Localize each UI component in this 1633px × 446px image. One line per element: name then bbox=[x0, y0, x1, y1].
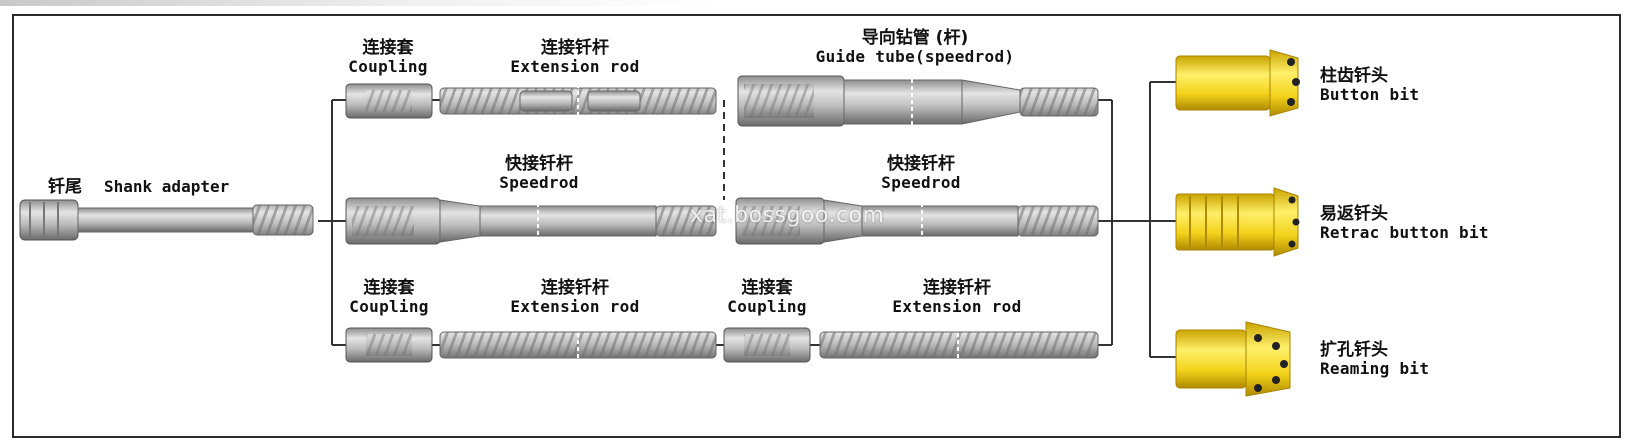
diagram-frame bbox=[12, 14, 1621, 438]
row1-guide-tube-cn: 导向钻管 (杆) bbox=[861, 28, 969, 48]
button-bit-en: Button bit bbox=[1320, 85, 1420, 104]
retrac-button-bit-part bbox=[1175, 187, 1300, 257]
top-edge-strip bbox=[0, 0, 720, 6]
row3-coupling-b-cn: 连接套 bbox=[741, 278, 793, 298]
row3-extension-rod-a-cn: 连接钎杆 bbox=[541, 278, 609, 298]
row3-extension-rod-a-part bbox=[439, 326, 717, 364]
row3-extension-rod-b-part bbox=[819, 326, 1099, 364]
row1-coupling-en: Coupling bbox=[348, 57, 428, 76]
row1-coupling-label: 连接套 Coupling bbox=[332, 38, 444, 76]
row2-speedrod-left-label: 快接钎杆 Speedrod bbox=[480, 154, 598, 192]
row3-coupling-a-cn: 连接套 bbox=[363, 278, 415, 298]
row1-extension-rod-en: Extension rod bbox=[510, 57, 640, 76]
row3-extension-rod-a-en: Extension rod bbox=[510, 297, 640, 316]
row3-coupling-b-en: Coupling bbox=[727, 297, 807, 316]
row1-guide-tube-label: 导向钻管 (杆) Guide tube(speedrod) bbox=[780, 28, 1050, 66]
row2-speedrod-right-part bbox=[735, 196, 1099, 246]
row3-extension-rod-b-cn: 连接钎杆 bbox=[923, 278, 991, 298]
row1-coupling-part bbox=[345, 83, 433, 119]
row2-speedrod-left-cn: 快接钎杆 bbox=[505, 154, 573, 174]
reaming-bit-label: 扩孔钎头 Reaming bit bbox=[1320, 340, 1429, 378]
row1-coupling-cn: 连接套 bbox=[362, 38, 414, 58]
button-bit-cn: 柱齿钎头 bbox=[1320, 66, 1388, 86]
row1-extension-rod-part bbox=[439, 84, 717, 118]
row2-speedrod-left-part bbox=[345, 196, 717, 246]
button-bit-part bbox=[1175, 49, 1300, 117]
shank-adapter-cn: 钎尾 bbox=[48, 177, 82, 197]
reaming-bit-en: Reaming bit bbox=[1320, 359, 1430, 378]
row2-speedrod-right-cn: 快接钎杆 bbox=[887, 154, 955, 174]
shank-adapter-part bbox=[19, 199, 314, 241]
shank-adapter-en: Shank adapter bbox=[104, 177, 230, 196]
row2-speedrod-right-label: 快接钎杆 Speedrod bbox=[862, 154, 980, 192]
row3-extension-rod-b-en: Extension rod bbox=[892, 297, 1022, 316]
row3-coupling-a-en: Coupling bbox=[349, 297, 429, 316]
row2-speedrod-left-en: Speedrod bbox=[499, 173, 579, 192]
retrac-button-bit-cn: 易返钎头 bbox=[1320, 204, 1388, 224]
connector-lines bbox=[318, 81, 1176, 358]
row3-extension-rod-b-label: 连接钎杆 Extension rod bbox=[862, 278, 1052, 316]
watermark-text: xat.bossgoo.com bbox=[690, 203, 885, 228]
row1-extension-rod-label: 连接钎杆 Extension rod bbox=[480, 38, 670, 76]
row2-speedrod-right-en: Speedrod bbox=[881, 173, 961, 192]
retrac-button-bit-label: 易返钎头 Retrac button bit bbox=[1320, 204, 1489, 242]
retrac-button-bit-en: Retrac button bit bbox=[1320, 223, 1489, 242]
row1-guide-tube-part bbox=[737, 72, 1099, 132]
row3-coupling-b-part bbox=[723, 327, 811, 363]
row1-guide-tube-en: Guide tube(speedrod) bbox=[815, 47, 1015, 66]
reaming-bit-part bbox=[1175, 321, 1291, 397]
row3-coupling-a-label: 连接套 Coupling bbox=[334, 278, 444, 316]
row3-extension-rod-a-label: 连接钎杆 Extension rod bbox=[480, 278, 670, 316]
row3-coupling-b-label: 连接套 Coupling bbox=[712, 278, 822, 316]
row3-coupling-a-part bbox=[345, 327, 433, 363]
shank-adapter-label: 钎尾 Shank adapter bbox=[48, 172, 229, 197]
reaming-bit-cn: 扩孔钎头 bbox=[1320, 340, 1388, 360]
button-bit-label: 柱齿钎头 Button bit bbox=[1320, 66, 1419, 104]
row1-extension-rod-cn: 连接钎杆 bbox=[541, 38, 609, 58]
